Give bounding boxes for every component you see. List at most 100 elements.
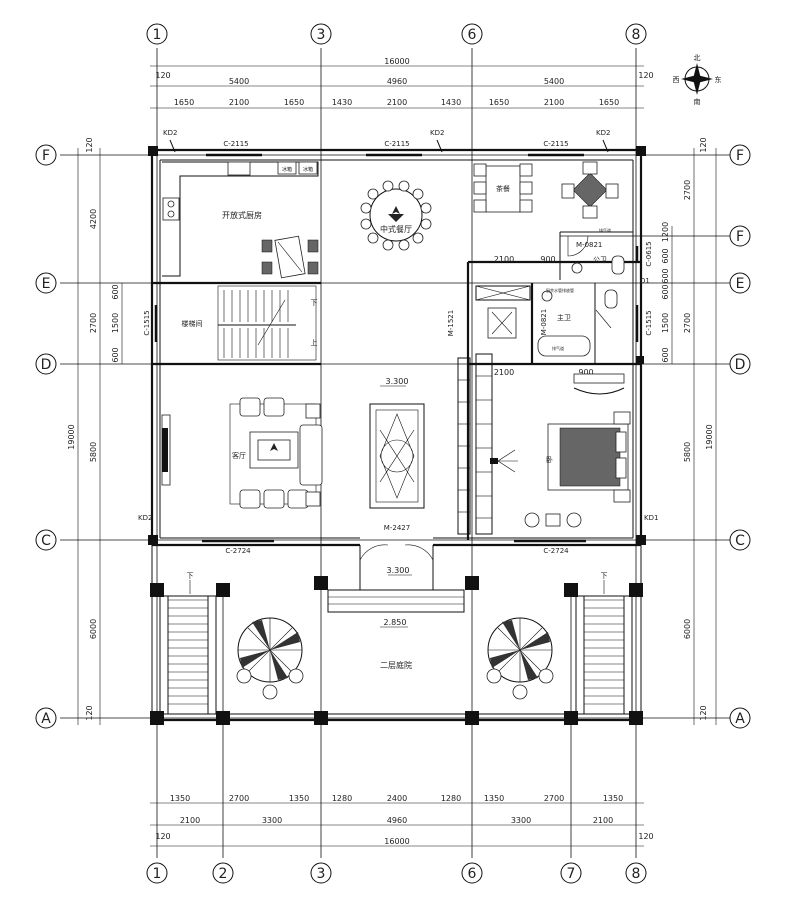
terrace: 3.300 2.850 二层庭院 下 bbox=[159, 545, 633, 715]
bedroom-desk-arc bbox=[573, 387, 625, 395]
armchair-4 bbox=[263, 489, 285, 509]
stair-mark-up: 上 bbox=[311, 338, 318, 347]
door-label-kd2-west: KD2 bbox=[163, 129, 177, 137]
compass-needle-ew bbox=[681, 75, 713, 83]
tea-dim-2100: 2100 bbox=[494, 255, 514, 264]
armchair-2 bbox=[263, 397, 285, 417]
tea-diamond-chair-2 bbox=[582, 205, 598, 219]
axis-label-F-sub-right: F bbox=[736, 229, 744, 245]
tea-room: 茶餐 2100 900 bbox=[473, 161, 619, 264]
dim-bottom-row2-3: 3300 bbox=[511, 816, 531, 825]
dim-top-edge-left: 120 bbox=[155, 71, 170, 80]
nightstand-1 bbox=[613, 411, 631, 425]
dining-chair-6 bbox=[412, 232, 424, 244]
dim-top-row2-1: 2100 bbox=[229, 98, 249, 107]
window-label-c1515-east: C-1515 bbox=[645, 310, 653, 335]
column-6A bbox=[465, 711, 479, 725]
mark-d1-east: D1 bbox=[640, 277, 650, 285]
dim-top-row2-5: 1430 bbox=[441, 98, 461, 107]
table-centerpiece bbox=[388, 206, 404, 222]
axis-label-F-left: F bbox=[42, 148, 50, 164]
door-label-kd2-east: KD2 bbox=[596, 129, 610, 137]
dim-right-seg-1: 2700 bbox=[683, 313, 692, 333]
tea-dim-900: 900 bbox=[540, 255, 555, 264]
bedroom-lamp bbox=[490, 458, 498, 464]
compass: 北 南 东 西 bbox=[673, 54, 722, 106]
tea-chair-4 bbox=[519, 163, 533, 177]
dim-top-row2-7: 2100 bbox=[544, 98, 564, 107]
kitchen-table-hatch bbox=[277, 241, 303, 273]
dim-left-seg-0: 4200 bbox=[89, 209, 98, 229]
dim-top-row2-8: 1650 bbox=[599, 98, 619, 107]
axis-label-3-top: 3 bbox=[317, 27, 326, 43]
bedroom-chair-1 bbox=[524, 512, 540, 528]
dim-bottom-row1-5: 1280 bbox=[441, 794, 461, 803]
stair-mark-down: 下 bbox=[311, 299, 318, 307]
dimensions-bottom: 1350 2700 1350 1280 2400 1280 1350 2700 … bbox=[150, 794, 654, 847]
axis-bubble-A-left bbox=[35, 707, 57, 729]
room-label-toilet: 公卫 bbox=[593, 256, 607, 264]
dim-right-upper-0: 1200 bbox=[661, 222, 670, 242]
hall-carpet-pattern bbox=[379, 413, 415, 499]
axis-bubble-C-left bbox=[35, 529, 57, 551]
axis-label-2-bottom: 2 bbox=[219, 866, 228, 882]
east-stair-mark: 下 bbox=[601, 572, 608, 580]
parasol-east-chair-3 bbox=[538, 668, 554, 684]
dim-bottom-row1-2: 1350 bbox=[289, 794, 309, 803]
axis-bubble-8-bottom bbox=[625, 862, 647, 884]
axis-bubble-F-sub-right bbox=[729, 225, 751, 247]
door-leader-kd2-middle bbox=[436, 139, 443, 153]
wardrobe-right bbox=[475, 353, 493, 535]
bath-toilet bbox=[604, 289, 618, 309]
round-table bbox=[369, 188, 423, 242]
dining-chair-5 bbox=[420, 218, 432, 230]
dim-bottom-edge-left: 120 bbox=[155, 832, 170, 841]
terrace-stair-east bbox=[575, 595, 633, 715]
tea-diamond-chair-3 bbox=[561, 183, 575, 199]
door-label-m1521: M-1521 bbox=[447, 310, 455, 336]
column-7-terrace bbox=[564, 583, 578, 597]
axis-bubble-E-right bbox=[729, 272, 751, 294]
axis-bubble-F-right bbox=[729, 144, 751, 166]
column-1-terrace bbox=[150, 583, 164, 597]
door-label-kd2-middle: KD2 bbox=[430, 129, 444, 137]
stair-outline bbox=[217, 285, 317, 361]
dim-right-sub-2: 600 bbox=[661, 347, 670, 362]
tv-screen bbox=[162, 428, 168, 472]
tea-chair-3 bbox=[473, 199, 487, 213]
window-label-c2115-middle: C-2115 bbox=[384, 140, 409, 148]
dim-bottom-row2-2: 4960 bbox=[387, 816, 407, 825]
kitchen-chair-1 bbox=[261, 239, 273, 253]
dim-right-sub-0: 600 bbox=[661, 284, 670, 299]
dim-right-upper-1: 600 bbox=[661, 248, 670, 263]
column-1F bbox=[148, 146, 158, 156]
door-leader-kd2-east bbox=[602, 139, 609, 153]
terrace-stair-west bbox=[159, 595, 217, 715]
bed-pillow-1 bbox=[615, 431, 627, 453]
column-8F bbox=[636, 146, 646, 156]
toilet-room: 公卫 排气道 bbox=[571, 227, 625, 275]
level-mark-3300-entry: 3.300 bbox=[387, 566, 410, 575]
dining-chair-1 bbox=[382, 180, 394, 192]
axis-bubble-A-right bbox=[729, 707, 751, 729]
dim-top-row2-6: 1650 bbox=[489, 98, 509, 107]
room-label-living: 客厅 bbox=[232, 451, 246, 460]
toilet-bowl bbox=[611, 255, 625, 275]
bedroom-chair-2 bbox=[566, 512, 582, 528]
armchair-5 bbox=[287, 489, 309, 509]
door-label-m0821-toilet: M-0821 bbox=[576, 241, 602, 249]
dim-top-row2-0: 1650 bbox=[174, 98, 194, 107]
bedroom-lamp-rays bbox=[497, 449, 518, 473]
axis-bubble-D-left bbox=[35, 353, 57, 375]
dim-right-seg-0: 2700 bbox=[683, 180, 692, 200]
cooktop-burner-1 bbox=[167, 200, 175, 208]
window-label-c2724-west: C-2724 bbox=[225, 547, 251, 555]
axis-bubbles: 1 3 6 8 1 2 3 6 7 8 F E D C A F F E bbox=[35, 23, 751, 884]
sofa-east bbox=[299, 424, 323, 486]
dim-bottom-row1-7: 2700 bbox=[544, 794, 564, 803]
parasol-east bbox=[486, 617, 554, 700]
door-label-m2427: M-2427 bbox=[384, 524, 410, 532]
shelf-top-cross-2 bbox=[475, 285, 531, 301]
dim-bottom-row2-0: 2100 bbox=[180, 816, 200, 825]
fridge-2-label: 冰箱 bbox=[303, 166, 313, 173]
